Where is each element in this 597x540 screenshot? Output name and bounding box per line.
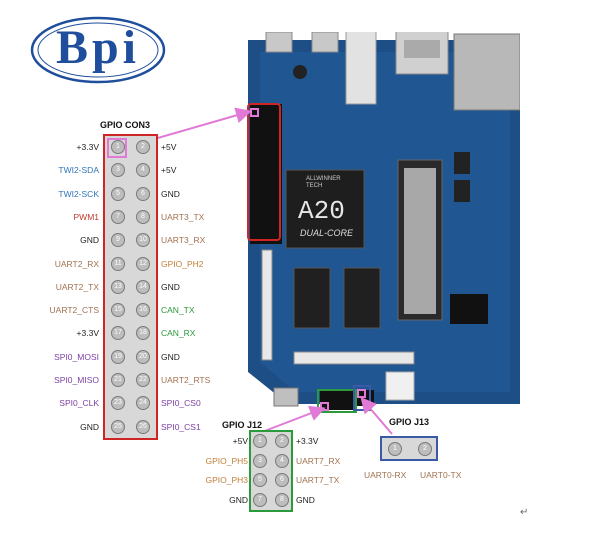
con3-label-pin-15: UART2_CTS	[49, 305, 99, 316]
j12-pin-1: 1	[253, 434, 267, 448]
con3-pin-11: 11	[111, 256, 125, 271]
con3-pin-4: 4	[136, 163, 150, 178]
con3-label-pin-23: SPI0_CLK	[59, 398, 99, 409]
j12-label-pin-6: UART7_TX	[296, 475, 340, 485]
con3-label-pin-4: +5V	[161, 165, 177, 176]
con3-pin-13: 13	[111, 279, 125, 294]
con3-pin-12: 12	[136, 256, 150, 271]
j12-label-pin-3: GPIO_PH5	[205, 455, 248, 466]
con3-pin-22: 22	[136, 373, 150, 387]
j12-pin-2: 2	[275, 434, 289, 448]
board-photo: ALLWINNER TECH A20 DUAL-CORE	[248, 23, 521, 412]
con3-pin-2: 2	[136, 140, 150, 154]
con3-pin-8: 8	[136, 209, 150, 224]
con3-pin-25: 25	[111, 419, 125, 434]
chip-core-label: DUAL-CORE	[300, 228, 354, 238]
j12-label-pin-2: +3.3V	[296, 436, 319, 446]
j12-title: GPIO J12	[222, 420, 263, 430]
con3-pin-14: 14	[136, 279, 150, 294]
con3-pin-3: 3	[111, 163, 125, 178]
board-con3-highlight	[247, 103, 281, 241]
con3-pin-23: 23	[111, 396, 125, 411]
con3-label-pin-6: GND	[161, 188, 180, 199]
con3-label-pin-24: SPI0_CS0	[161, 398, 201, 409]
j13-pin-1: 1	[388, 442, 402, 456]
con3-title: GPIO CON3	[100, 120, 151, 130]
logo-text: Bpi	[55, 21, 141, 74]
con3-label-pin-2: +5V	[161, 142, 177, 152]
con3-label-pin-1: +3.3V	[76, 142, 99, 152]
j12-label-pin-8: GND	[296, 494, 315, 505]
con3-label-pin-20: GND	[161, 351, 180, 362]
con3-pin-7: 7	[111, 209, 125, 224]
con3-label-pin-7: PWM1	[73, 211, 100, 222]
j12-pin-4: 4	[275, 453, 289, 468]
j12-label-pin-7: GND	[229, 494, 248, 505]
con3-pin-20: 20	[136, 349, 150, 364]
con3-label-pin-5: TWI2-SCK	[58, 188, 99, 199]
con3-label-pin-11: UART2_RX	[54, 258, 99, 269]
con3-pin-5: 5	[111, 186, 125, 201]
con3-label-pin-12: GPIO_PH2	[161, 258, 204, 269]
con3-pin-10: 10	[136, 233, 150, 248]
chip-maker-label: ALLWINNER	[306, 176, 341, 182]
j12-pin-7: 7	[253, 492, 267, 507]
j13-title: GPIO J13	[389, 417, 430, 427]
con3-label-pin-25: GND	[80, 421, 99, 432]
j13-label-uart0-rx: UART0-RX	[364, 470, 407, 480]
j12-pin-6: 6	[275, 473, 289, 487]
con3-pin-24: 24	[136, 396, 150, 411]
chip-maker-sub-label: TECH	[306, 183, 323, 189]
bpi-logo: Bpi	[28, 14, 168, 86]
j12-pin-3: 3	[253, 453, 267, 468]
j12-label-pin-4: UART7_RX	[296, 455, 341, 466]
con3-label-pin-8: UART3_TX	[161, 211, 205, 222]
con3-pin-15: 15	[111, 303, 125, 318]
con3-label-pin-16: CAN_TX	[161, 305, 195, 316]
con3-label-pin-17: +3.3V	[76, 328, 99, 339]
con3-label-pin-22: UART2_RTS	[161, 375, 211, 385]
j13-pin-2: 2	[418, 442, 432, 456]
con3-pin1-highlight	[107, 138, 127, 158]
con3-pin-9: 9	[111, 233, 125, 248]
con3-label-pin-21: SPI0_MISO	[54, 375, 99, 385]
con3-label-pin-10: UART3_RX	[161, 235, 206, 246]
con3-pin-1: 1	[111, 140, 125, 154]
con3-pin-16: 16	[136, 303, 150, 318]
con3-label-pin-26: SPI0_CS1	[161, 421, 201, 432]
j13-label-uart0-tx: UART0-TX	[420, 470, 462, 480]
con3-label-pin-18: CAN_RX	[161, 328, 196, 339]
con3-label-pin-13: UART2_TX	[55, 281, 99, 292]
con3-label-pin-3: TWI2-SDA	[58, 165, 99, 176]
con3-pin-17: 17	[111, 326, 125, 341]
con3-pin-18: 18	[136, 326, 150, 341]
j12-pin-5: 5	[253, 473, 267, 487]
con3-pin-6: 6	[136, 186, 150, 201]
con3-pin-19: 19	[111, 349, 125, 364]
con3-pin-21: 21	[111, 373, 125, 387]
con3-label-pin-14: GND	[161, 281, 180, 292]
chip-model-label: A20	[298, 196, 345, 226]
return-mark: ↵	[520, 507, 529, 518]
con3-label-pin-19: SPI0_MOSI	[54, 351, 99, 362]
j12-label-pin-1: +5V	[232, 436, 248, 446]
j12-pin-8: 8	[275, 492, 289, 507]
con3-label-pin-9: GND	[80, 235, 99, 246]
j12-label-pin-5: GPIO_PH3	[205, 475, 248, 485]
board-j12-highlight	[317, 389, 357, 413]
con3-pin-26: 26	[136, 419, 150, 434]
